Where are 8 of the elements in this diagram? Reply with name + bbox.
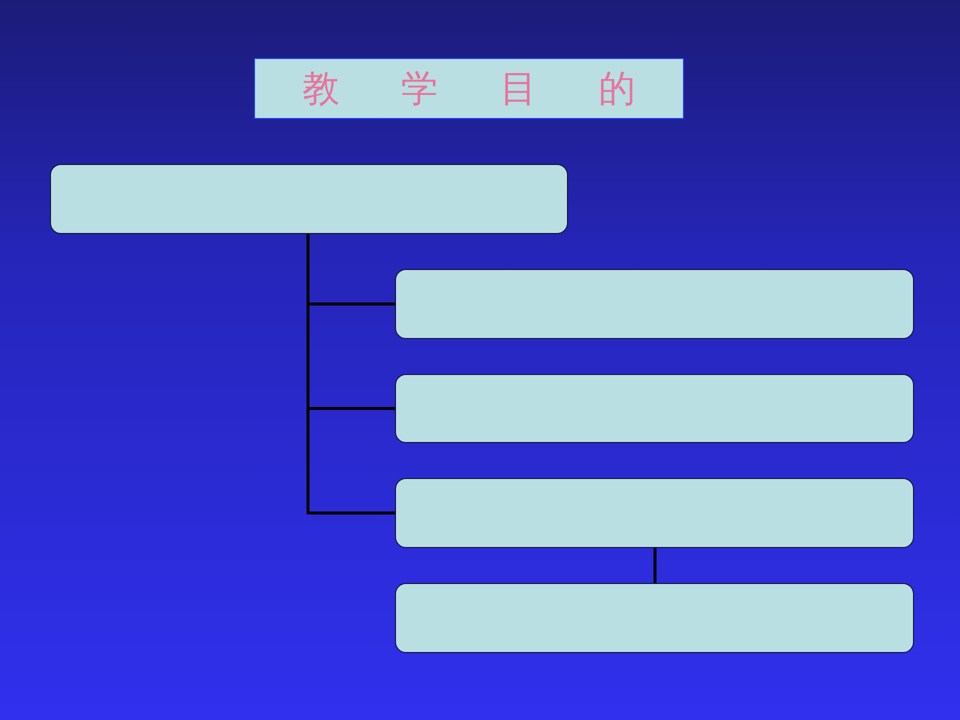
rounded-box: [395, 374, 914, 443]
rounded-box: [50, 164, 568, 234]
rounded-box: [395, 583, 914, 653]
connector-line: [654, 548, 656, 583]
connector-line: [306, 234, 395, 514]
rounded-box: [395, 478, 914, 548]
rounded-box: [395, 269, 914, 339]
title-banner: 教 学 目 的: [254, 58, 684, 119]
